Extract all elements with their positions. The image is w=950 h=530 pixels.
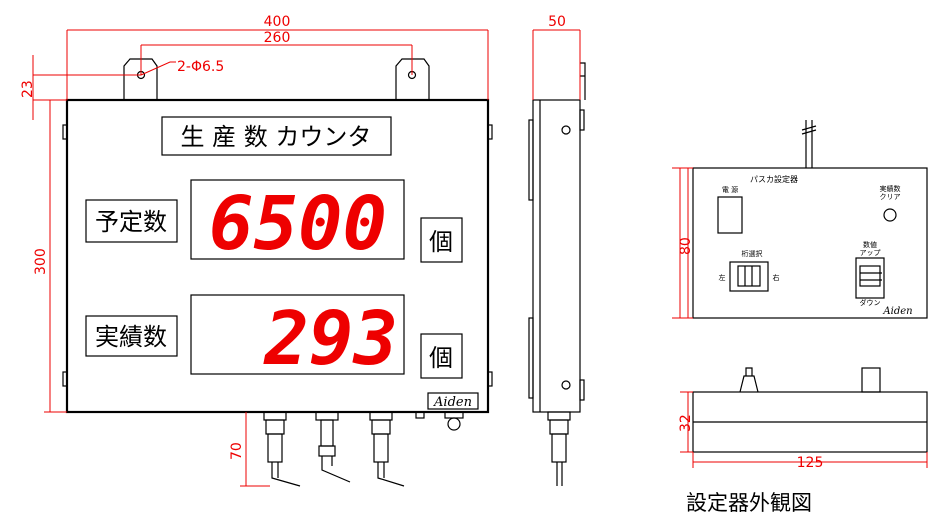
actual-value: 293 xyxy=(262,296,398,382)
value-switch xyxy=(855,257,885,299)
unit-label-2: 個 xyxy=(429,344,453,372)
planned-value: 6500 xyxy=(209,181,387,267)
brand-logo: Aiden xyxy=(433,395,472,410)
power-switch xyxy=(717,196,743,234)
unit-box-2 xyxy=(420,333,463,379)
right-label: 右 xyxy=(773,273,780,282)
caption: 設定器外観図 xyxy=(686,491,812,515)
left-label: 左 xyxy=(719,273,726,282)
unit-label-1: 個 xyxy=(429,228,453,256)
unit-box-1 xyxy=(420,217,463,263)
panel-title: 生 産 数 カウンタ xyxy=(181,123,372,151)
dim-height: 300 xyxy=(33,248,49,275)
planned-label-box xyxy=(85,199,178,243)
value-label-2: アップ xyxy=(860,249,881,257)
digit-select-label: 桁選択 xyxy=(742,249,763,258)
clear-label-1: 実績数 xyxy=(880,184,901,193)
down-label: ダウン xyxy=(860,298,881,307)
title-plate xyxy=(161,116,392,156)
dim-hole-pitch: 260 xyxy=(264,30,291,46)
power-label: 電 源 xyxy=(722,185,738,194)
controller-title: パスカ設定器 xyxy=(750,174,798,184)
dim-width: 400 xyxy=(264,14,291,30)
brand-plate xyxy=(427,392,479,410)
dim-depth: 50 xyxy=(548,14,566,30)
planned-display xyxy=(190,179,405,260)
controller-top-view: パスカ設定器 電 源 実績数 クリア 桁選択 左 右 数値 アップ ダウン Ai… xyxy=(672,120,928,319)
dim-connector: 70 xyxy=(229,442,245,460)
actual-display xyxy=(190,294,405,375)
main-panel-front: 生 産 数 カウンタ 予定数 6500 個 実績数 293 個 Aiden xyxy=(62,58,493,487)
digit-select-switch xyxy=(729,261,769,292)
mount-tab-right xyxy=(395,58,430,100)
side-view: 50 xyxy=(528,14,586,486)
planned-label: 予定数 xyxy=(95,208,167,236)
clear-button xyxy=(883,208,897,222)
main-dimensions: 400 260 2-Φ6.5 23 300 70 xyxy=(20,14,489,487)
actual-label: 実績数 xyxy=(95,323,167,351)
dim-controller-width: 125 xyxy=(797,455,824,471)
clear-label-2: クリア xyxy=(880,193,901,201)
dim-holes: 2-Φ6.5 xyxy=(177,59,224,75)
dim-controller-height: 80 xyxy=(678,237,694,255)
controller-side-view: 32 125 xyxy=(678,367,928,471)
actual-label-box xyxy=(85,315,178,357)
controller-brand: Aiden xyxy=(882,306,912,317)
connectors xyxy=(263,411,464,487)
value-label-1: 数値 xyxy=(863,240,877,249)
dim-hole-offset: 23 xyxy=(20,80,36,98)
dim-controller-thickness: 32 xyxy=(678,414,694,432)
